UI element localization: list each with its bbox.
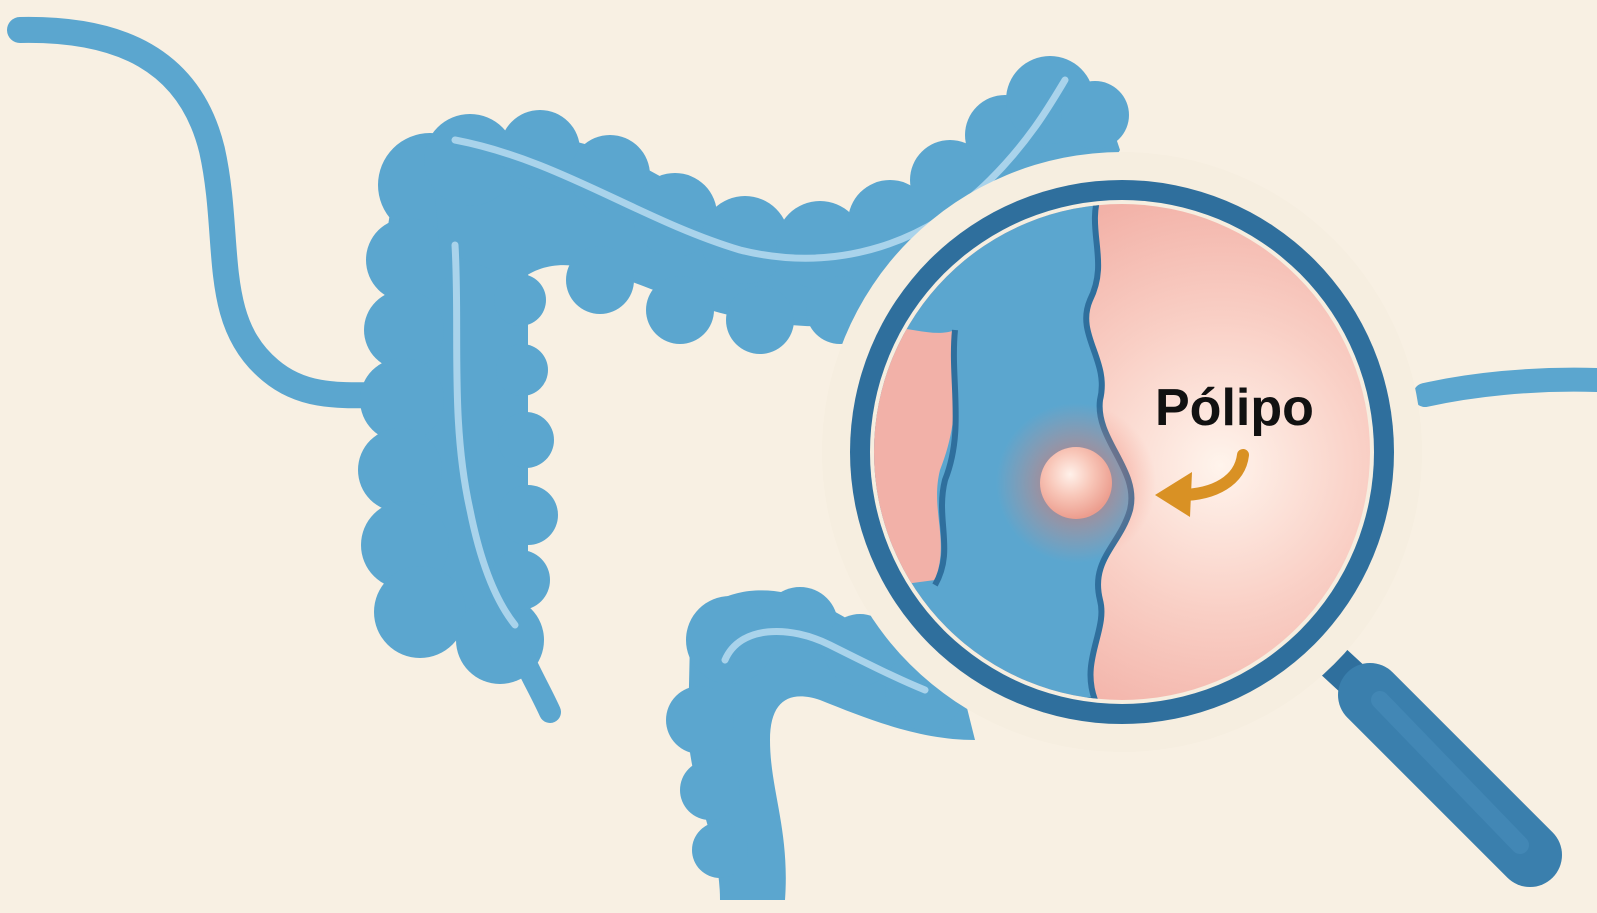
magnifier-handle xyxy=(1310,640,1530,855)
polyp xyxy=(1040,447,1112,519)
small-intestine-tube xyxy=(20,30,392,395)
appendix xyxy=(520,650,550,712)
polyp-label: Pólipo xyxy=(1155,379,1314,437)
right-tube xyxy=(1425,380,1597,395)
